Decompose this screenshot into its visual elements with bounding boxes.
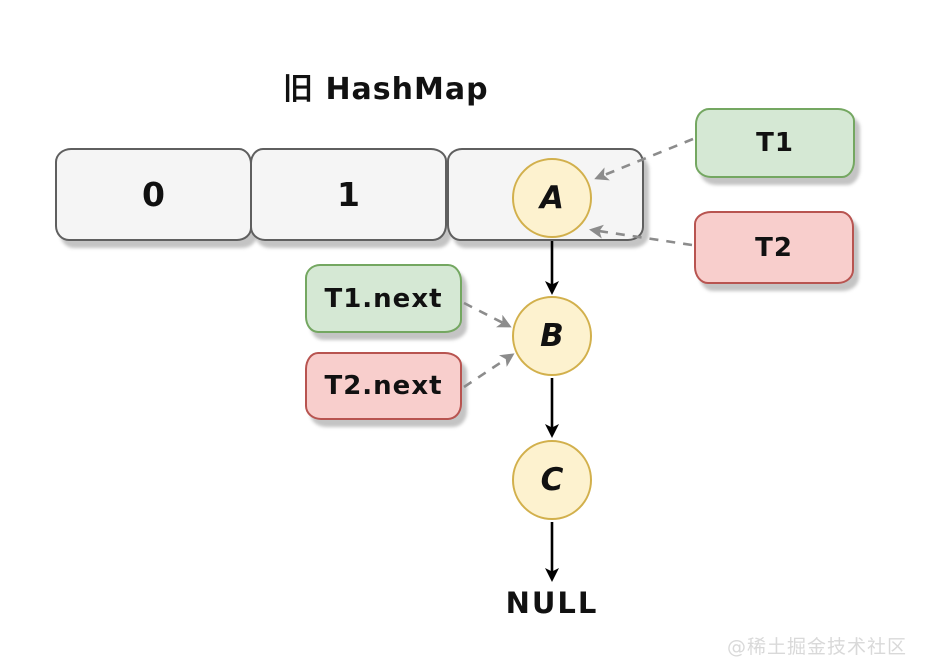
ref-box-t1-next: T1.next [305, 264, 462, 333]
bucket-label-0: 0 [142, 175, 165, 214]
node-label-a: A [540, 180, 564, 216]
ref-label-t2-next: T2.next [324, 371, 443, 401]
ref-label-t2: T2 [755, 232, 793, 263]
ref-label-t1-next: T1.next [324, 283, 443, 314]
list-node-a: A [512, 158, 592, 238]
ref-label-t1: T1 [756, 128, 794, 158]
node-label-c: C [540, 462, 564, 498]
ref-box-t1: T1 [695, 108, 855, 178]
list-node-b: B [512, 296, 592, 376]
watermark: @稀土掘金技术社区 [726, 636, 907, 658]
null-terminal-label: NULL [505, 586, 599, 620]
ref-box-t2: T2 [694, 211, 854, 284]
node-label-b: B [540, 318, 564, 354]
ref-box-t2-next: T2.next [305, 352, 462, 420]
bucket-cell-1: 1 [250, 148, 447, 241]
arrow-t2next-to-b [463, 353, 515, 389]
bucket-cell-0: 0 [55, 148, 252, 241]
bucket-label-1: 1 [337, 175, 360, 214]
diagram-title: 旧 HashMap [283, 72, 489, 107]
arrow-t1next-to-b [463, 301, 512, 328]
list-node-c: C [512, 440, 592, 520]
